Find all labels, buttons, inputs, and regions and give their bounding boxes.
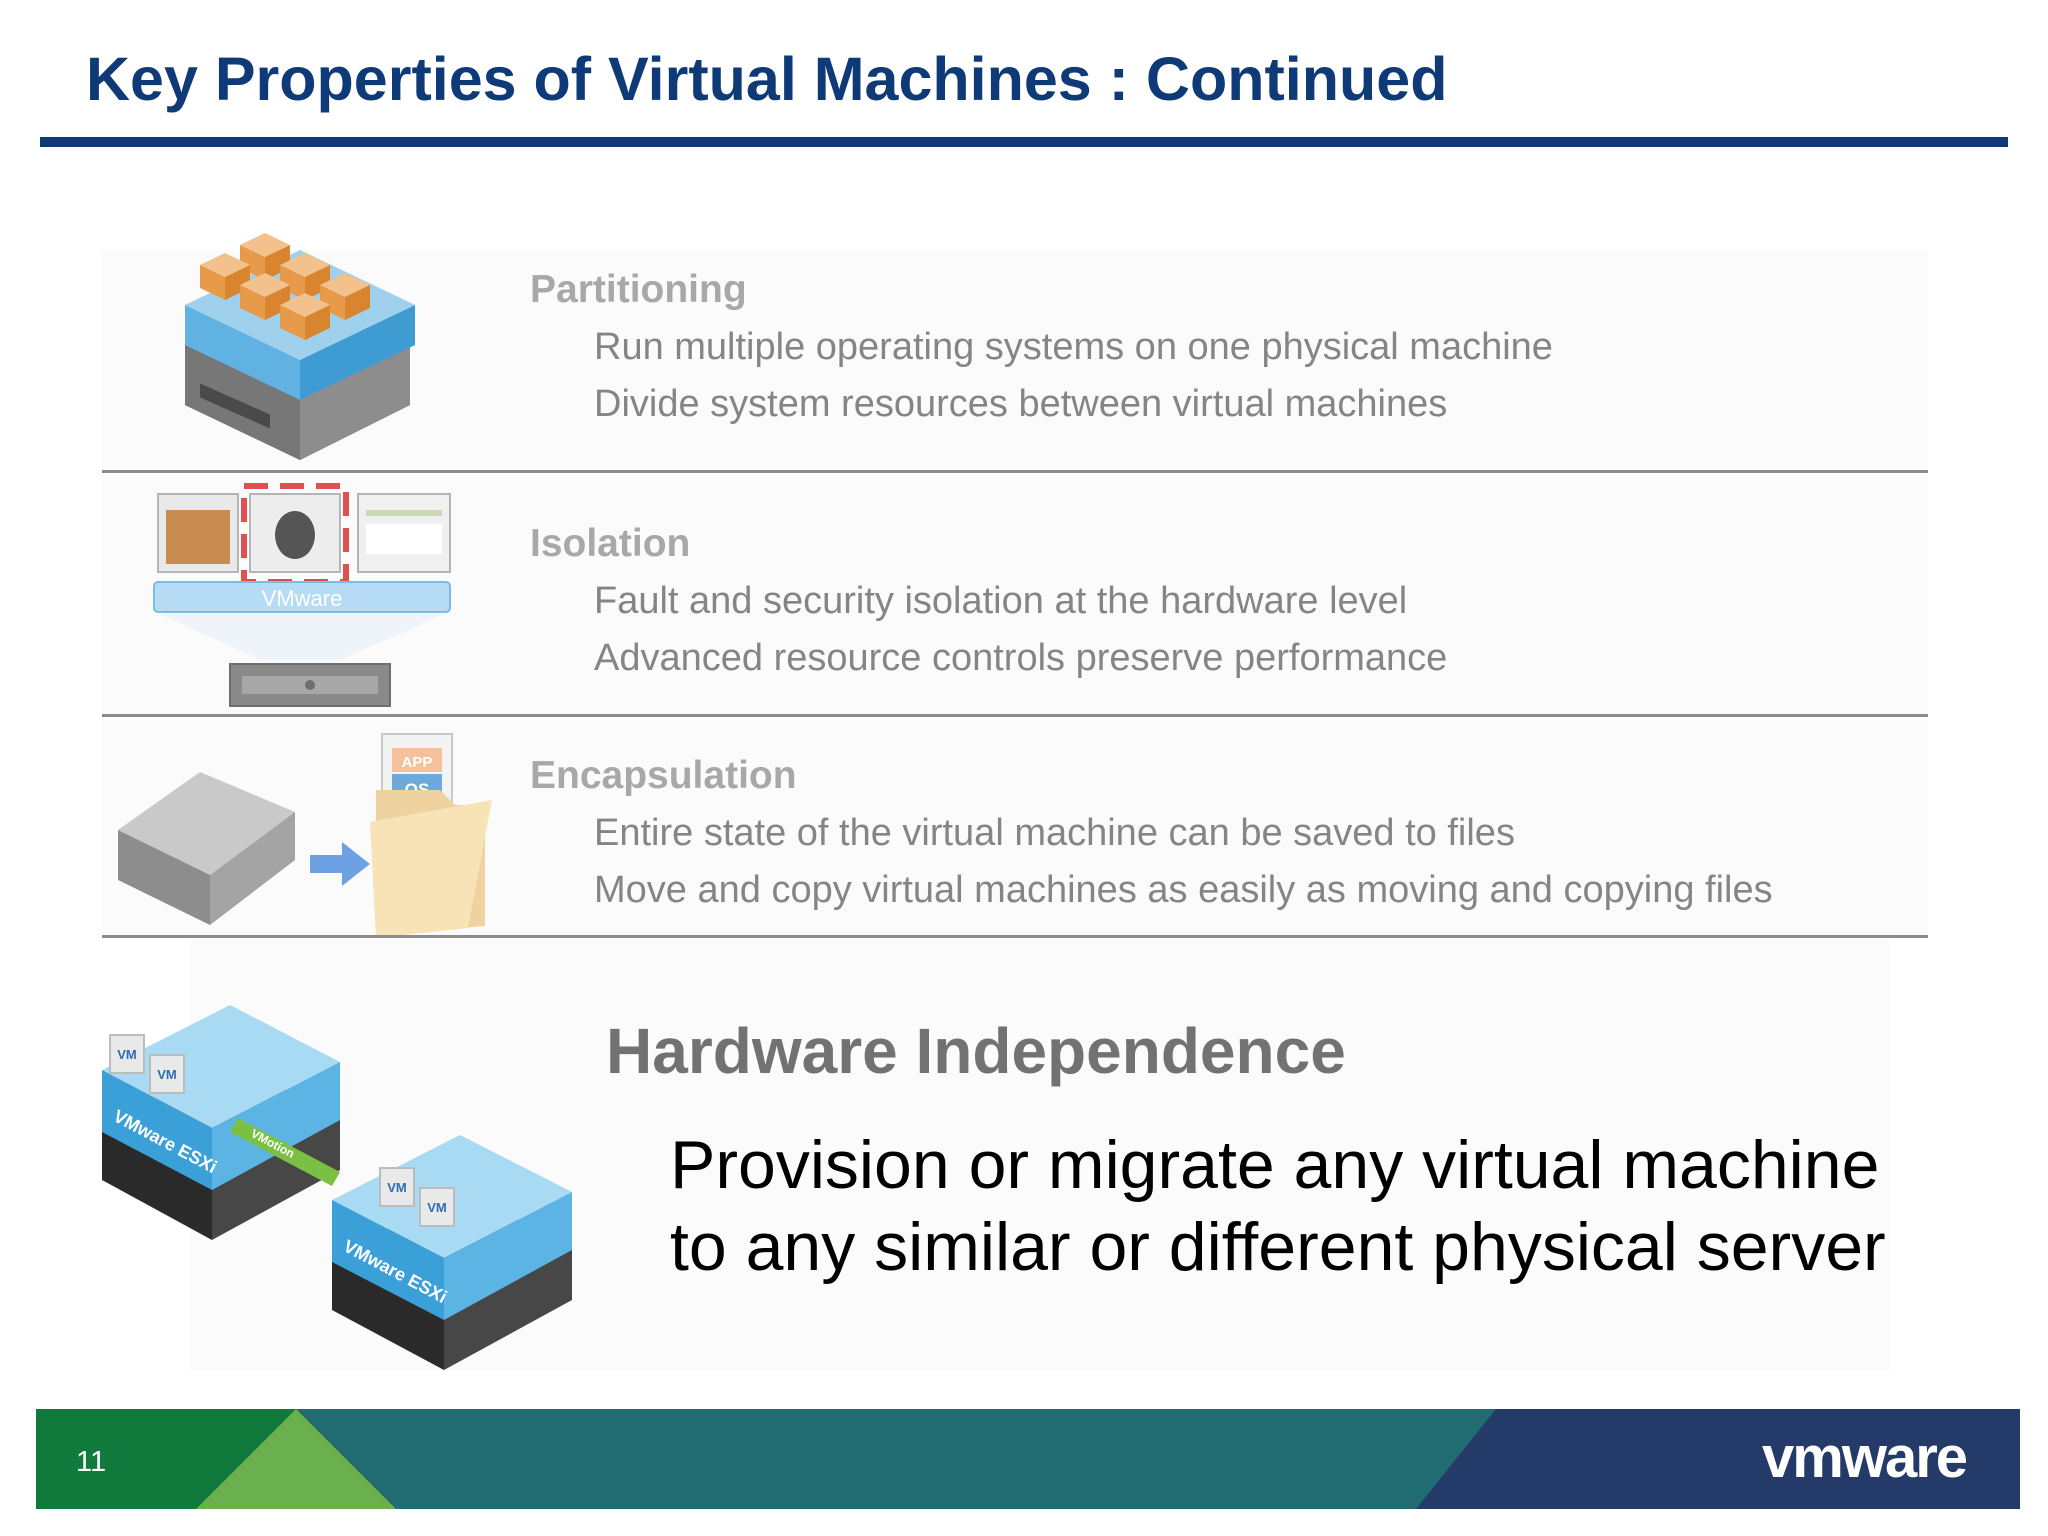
vm-label: VM bbox=[387, 1180, 407, 1195]
vm-label: VM bbox=[427, 1200, 447, 1215]
encapsulation-illustration: APP OS bbox=[118, 733, 492, 938]
partitioning-illustration bbox=[185, 233, 415, 460]
section-divider bbox=[102, 714, 1928, 717]
section-heading: Partitioning bbox=[530, 268, 747, 311]
vmotion-illustration: VMware ESXi VM VM VMotion VMware ESXi VM… bbox=[102, 1005, 572, 1370]
app-label: APP bbox=[402, 754, 433, 771]
section-line: Advanced resource controls preserve perf… bbox=[594, 637, 1448, 679]
hypervisor-bar bbox=[153, 581, 451, 613]
slide-title: Key Properties of Virtual Machines : Con… bbox=[86, 45, 1448, 113]
footer-band bbox=[36, 1409, 2020, 1509]
section-line: Run multiple operating systems on one ph… bbox=[594, 326, 1553, 368]
hardware-line: Provision or migrate any virtual machine bbox=[670, 1127, 1880, 1203]
section-heading: Encapsulation bbox=[530, 754, 797, 797]
hardware-line: to any similar or different physical ser… bbox=[670, 1209, 1886, 1285]
section-line: Move and copy virtual machines as easily… bbox=[594, 869, 1773, 911]
section-divider bbox=[102, 470, 1928, 473]
isolation-illustration: VMware bbox=[153, 483, 451, 707]
hardware-heading: Hardware Independence bbox=[606, 1015, 1346, 1087]
window-icon bbox=[357, 493, 451, 573]
section-divider bbox=[102, 935, 1928, 938]
vmware-logo: vmware bbox=[1762, 1425, 1968, 1490]
section-line: Entire state of the virtual machine can … bbox=[594, 812, 1515, 854]
vm-label: VM bbox=[157, 1067, 177, 1082]
section-line: Divide system resources between virtual … bbox=[594, 383, 1448, 425]
section-line: Fault and security isolation at the hard… bbox=[594, 580, 1408, 622]
server-icon bbox=[118, 772, 295, 925]
vm-box-icon bbox=[200, 233, 370, 340]
hypervisor-label: VMware bbox=[262, 586, 343, 611]
page-number: 11 bbox=[76, 1446, 107, 1478]
title-rule bbox=[40, 137, 2008, 147]
window-icon bbox=[157, 493, 239, 573]
vm-label: VM bbox=[117, 1047, 137, 1062]
esxi-host-right: VMware ESXi VM VM bbox=[332, 1135, 572, 1370]
section-heading: Isolation bbox=[530, 522, 691, 565]
esxi-host-left: VMware ESXi VM VM bbox=[102, 1005, 340, 1240]
server-icon bbox=[229, 663, 391, 707]
arrow-right-icon bbox=[310, 842, 370, 886]
bug-icon bbox=[241, 483, 349, 585]
folder-icon bbox=[370, 790, 492, 938]
shadow-shape bbox=[160, 614, 444, 660]
